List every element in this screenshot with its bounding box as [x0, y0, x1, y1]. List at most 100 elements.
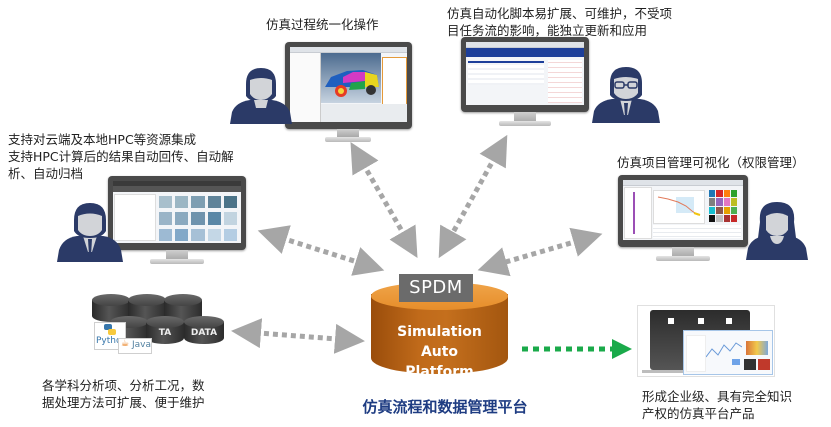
product-app-window	[683, 330, 773, 375]
swatch	[730, 206, 737, 214]
tree-branch	[633, 192, 635, 234]
task-list	[548, 60, 582, 103]
caption-project-visualization: 仿真项目管理可视化（权限管理）	[617, 154, 805, 171]
caption-process-ops: 仿真过程统一化操作	[266, 16, 379, 33]
spdm-badge: SPDM	[399, 274, 473, 302]
connector-data-methods	[231, 318, 365, 354]
window-titlebar	[466, 42, 584, 48]
monitor-process-ops	[285, 42, 412, 142]
monitor-neck	[514, 112, 536, 122]
screen-tile-grid-view	[113, 181, 241, 243]
app-header-bar	[466, 48, 584, 57]
swatch	[709, 190, 716, 198]
platform-title: 仿真流程和数据管理平台	[362, 398, 528, 416]
curve-chart-icon	[706, 342, 742, 365]
swatch	[730, 190, 737, 198]
swatch	[709, 214, 716, 222]
monitor-bezel	[108, 176, 246, 250]
monitor-neck	[166, 250, 188, 260]
caption-line: 支持HPC计算后的结果自动回传、自动解	[8, 149, 234, 164]
filter-panel	[114, 194, 156, 241]
bottom-toolbar	[321, 104, 407, 122]
app-sidebar	[686, 335, 706, 372]
caption-line: 仿真自动化脚本易扩展、可维护，不受项	[447, 6, 673, 21]
tile	[191, 196, 205, 209]
person-male-glasses-icon	[592, 67, 660, 123]
person-male-suit-icon	[57, 203, 123, 262]
data-store-group: TA DATA Python ☕ Java	[88, 294, 248, 364]
tile	[207, 228, 221, 241]
connector-hpc-integration	[257, 225, 385, 276]
python-label: Python	[96, 336, 128, 346]
person-female-icon	[746, 202, 808, 260]
viewport-3d	[321, 53, 381, 103]
caption-line: 仿真过程统一化操作	[266, 17, 379, 32]
java-label: Java	[132, 340, 152, 350]
swatch	[730, 198, 737, 206]
thumbnail	[744, 359, 756, 370]
cylinder-label: Platform	[405, 364, 474, 380]
swatch	[723, 214, 730, 222]
person-male-casual-icon	[230, 68, 292, 124]
tile	[159, 228, 173, 241]
caption-hpc-integration: 支持对云端及本地HPC等资源集成 支持HPC计算后的结果自动回传、自动解 析、自…	[8, 131, 234, 182]
tile	[175, 212, 189, 225]
car-model-icon	[325, 70, 379, 97]
swatch	[716, 198, 723, 206]
product-screenshot	[637, 305, 775, 377]
table-header	[468, 61, 544, 63]
screen-chart-and-palette-view	[623, 180, 743, 240]
swatch	[716, 206, 723, 214]
tile	[159, 196, 173, 209]
python-icon	[104, 324, 116, 335]
tile	[191, 228, 205, 241]
caption-automation-scripts: 仿真自动化脚本易扩展、可维护，不受项 目任务流的影响，能独立更新和应用	[447, 5, 672, 39]
cylinder-label: Auto	[420, 344, 459, 360]
thumbnail	[758, 359, 770, 370]
data-drum: DATA	[184, 316, 224, 344]
monitor-bezel	[618, 175, 748, 247]
caption-line: 支持对云端及本地HPC等资源集成	[8, 132, 197, 147]
caption-data-methods: 各学科分析项、分析工况，数 据处理方法可扩展、便于维护	[42, 377, 205, 411]
light-icon	[726, 318, 732, 324]
tile	[207, 212, 221, 225]
caption-line: 各学科分析项、分析工况，数	[42, 378, 205, 393]
app-header-bar	[113, 186, 241, 192]
caption-line: 仿真项目管理可视化（权限管理）	[617, 155, 805, 170]
data-table	[653, 225, 741, 238]
screen-script-list-view	[466, 42, 584, 105]
project-tree	[624, 187, 652, 239]
line-chart-icon	[657, 196, 701, 216]
light-icon	[698, 318, 704, 324]
swatch	[730, 214, 737, 222]
screen-3d-car-model-view	[290, 47, 407, 122]
swatch	[709, 206, 716, 214]
tile	[223, 212, 237, 225]
contour-image	[746, 341, 768, 355]
monitor-base	[150, 259, 204, 264]
color-palette	[709, 190, 737, 222]
connector-automation-scripts	[438, 134, 508, 259]
monitor-bezel	[285, 42, 412, 129]
caption-line: 目任务流的影响，能独立更新和应用	[447, 23, 648, 38]
arrow-head-icon	[612, 339, 632, 359]
monitor-automation-scripts	[461, 37, 589, 137]
connector-process-ops	[350, 142, 418, 258]
tile-grid	[159, 196, 237, 241]
light-icon	[668, 318, 674, 324]
data-drum: TA	[146, 316, 184, 344]
window-titlebar	[290, 47, 407, 53]
tile	[191, 212, 205, 225]
tile	[175, 196, 189, 209]
monitor-base	[499, 121, 551, 126]
caption-line: 形成企业级、具有完全知识	[642, 389, 793, 404]
tree-panel	[290, 53, 321, 122]
swatch	[709, 198, 716, 206]
swatch	[716, 190, 723, 198]
java-cup-icon: ☕	[121, 339, 130, 349]
monitor-bezel	[461, 37, 589, 112]
connector-project-visualization	[477, 227, 603, 277]
monitor-neck	[337, 129, 359, 137]
monitor-base	[656, 256, 710, 261]
